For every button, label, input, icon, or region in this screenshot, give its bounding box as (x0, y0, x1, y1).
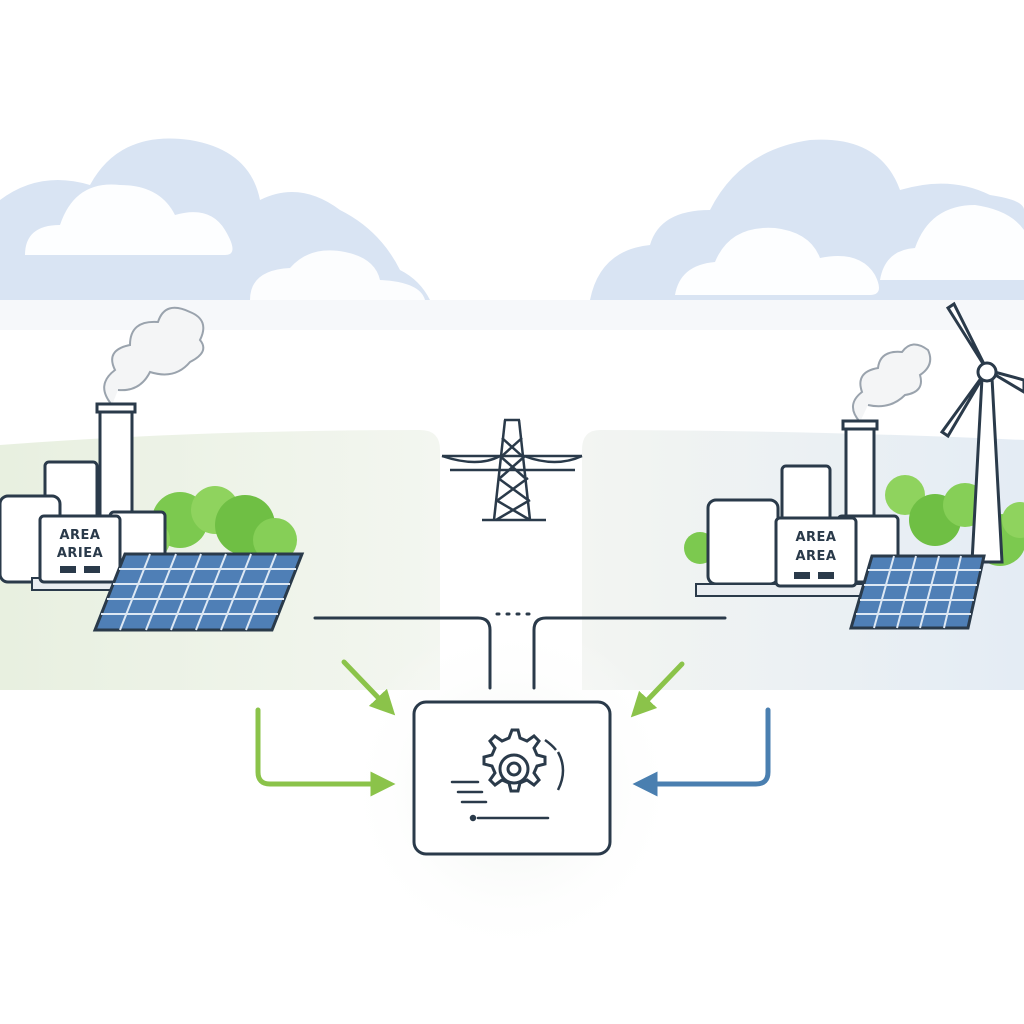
smoke (103, 306, 205, 406)
area-sign (38, 514, 122, 584)
motion-lines (450, 780, 550, 822)
control-hub (412, 700, 612, 856)
area-sign-line-2: ARIEA (57, 546, 103, 561)
blue-elbow-arrow (632, 707, 771, 797)
smokestack-icon (844, 423, 876, 527)
area-sign-line-1: AREA (59, 528, 100, 543)
cloud-icon (0, 138, 430, 300)
area-sign-line-2: AREA (795, 549, 836, 564)
cloud-icon (590, 139, 1024, 300)
gear-icon (482, 728, 565, 793)
green-elbow-arrow (255, 707, 396, 797)
smoke (852, 343, 932, 423)
wind-turbine-icon (939, 301, 1024, 564)
right-power-site: AREA AREA (684, 301, 1024, 630)
left-power-site: AREA ARIEA (0, 306, 305, 632)
solar-panel-icon (849, 554, 986, 630)
transmission-tower-icon (441, 418, 583, 522)
area-sign (774, 516, 858, 588)
smokestack-icon (98, 406, 134, 520)
grid-connection-lines (313, 612, 727, 690)
green-diagonal-arrow-right (630, 661, 685, 718)
green-diagonal-arrow (341, 659, 396, 716)
solar-panel-icon (92, 552, 305, 632)
arrow-icon (255, 659, 771, 797)
area-sign-line-1: AREA (795, 530, 836, 545)
